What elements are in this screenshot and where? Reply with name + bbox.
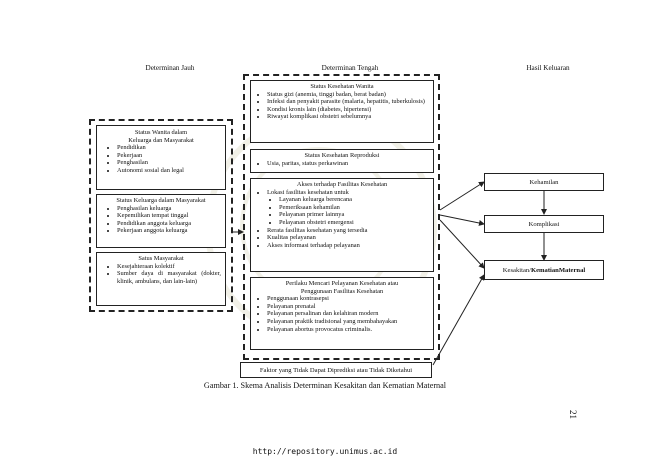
list-item: Penghasilan keluarga [117, 205, 221, 213]
list-item: Pelayanan prenatal [267, 303, 429, 311]
list-item: Layanan keluarga berencana [279, 196, 429, 204]
list-item: Kualitas pelayanan [267, 234, 429, 242]
box-status-wanita: Status Wanita dalam Keluarga dan Masyara… [96, 125, 226, 190]
list-item: Penggunaan kontrasepsi [267, 295, 429, 303]
list-item: Sumber daya di masyarakat (dokter, klini… [117, 270, 221, 285]
box-perilaku-title-1: Perilaku Mencari Pelayanan Kesehatan ata… [285, 280, 399, 287]
box-kehamilan: Kehamilan [484, 173, 604, 191]
list-item: Status gizi (anemia, tinggi badan, berat… [267, 91, 429, 99]
list-item: Pekerjaan anggota keluarga [117, 227, 221, 235]
box-perilaku-title-2: Penggunaan Fasilitas Kesehatan [300, 287, 384, 295]
box-status-kesehatan-reproduksi: Status Kesehatan Reproduksi Usia, parita… [250, 149, 434, 173]
list-item: Kepemilikan tempat tinggal [117, 212, 221, 220]
box-status-keluarga: Status Keluarga dalam Masyarakat Penghas… [96, 194, 226, 248]
box-status-wanita-title-1: Status Wanita dalam [134, 129, 188, 136]
box-komplikasi: Komplikasi [484, 215, 604, 233]
header-determinan-tengah: Determinan Tengah [321, 64, 379, 72]
box-kesakitan-kematian: Kesakitan/KematianMaternal [484, 260, 604, 280]
box-status-wanita-title-2: Keluarga dan Masyarakat [128, 136, 194, 144]
list-item: Kondisi kronis lain (diabetes, hipertens… [267, 106, 429, 114]
footer-url: http://repository.unimus.ac.id [252, 447, 398, 456]
figure-caption: Gambar 1. Skema Analisis Determinan Kesa… [203, 381, 447, 390]
kehamilan-label: Kehamilan [529, 178, 559, 186]
list-item: Rerata fasilitas kesehatan yang tersedia [267, 227, 429, 235]
list-item: Pemeriksaan kehamilan [279, 204, 429, 212]
header-determinan-jauh: Determinan Jauh [145, 64, 195, 72]
list-item: Infeksi dan penyakit parasite (malaria, … [267, 98, 429, 106]
left-dashed-group [89, 119, 233, 312]
middle-dashed-group [243, 74, 440, 360]
box-akses-fasilitas: Akses terhadap Fasilitas Kesehatan Lokas… [250, 178, 434, 272]
list-item: Kesejahteraan kolektif [117, 263, 221, 271]
header-hasil-keluaran: Hasil Keluaran [526, 64, 570, 72]
list-item: Pelayanan persalinan dan kelahiran moder… [267, 310, 429, 318]
box-perilaku-pelayanan: Perilaku Mencari Pelayanan Kesehatan ata… [250, 277, 434, 350]
page-number: 21 [568, 410, 578, 419]
list-item: Pelayanan praktik tradisional yang memba… [267, 318, 429, 326]
list-item: Pendidikan [117, 144, 221, 152]
box-kesehatan-reproduksi-title: Status Kesehatan Reproduksi [304, 152, 380, 159]
list-item: Pendidikan anggota keluarga [117, 220, 221, 228]
box-kesehatan-wanita-title: Status Kesehatan Wanita [310, 83, 374, 90]
faktor-label: Faktor yang Tidak Dapat Diprediksi atau … [259, 366, 413, 374]
list-item: Usia, paritas, status perkawinan [267, 160, 429, 168]
kesakitan-label: Kesakitan/ [502, 266, 531, 274]
list-item: Lokasi fasilitas kesehatan untuk [267, 189, 429, 197]
list-item: Pelayanan primer lainnya [279, 211, 429, 219]
list-item: Autonomi sosial dan legal [117, 167, 221, 175]
kematian-maternal-label: KematianMaternal [531, 266, 586, 274]
list-item: Pelayanan obstetri emergensi [279, 219, 429, 227]
list-item: Pekerjaan [117, 152, 221, 160]
list-item: Riwayat komplikasi obstetri sebelumnya [267, 113, 429, 121]
list-item: Penghasilan [117, 159, 221, 167]
box-status-keluarga-title: Status Keluarga dalam Masyarakat [116, 197, 206, 204]
list-item: Pelayanan abortus provocatus criminalis. [267, 326, 429, 334]
box-faktor-tidak-diketahui: Faktor yang Tidak Dapat Diprediksi atau … [240, 362, 432, 378]
komplikasi-label: Komplikasi [528, 220, 560, 228]
list-item: Akses informasi terhadap pelayanan [267, 242, 429, 250]
box-status-masyarakat: Satus Masyarakat Kesejahteraan kolektif … [96, 252, 226, 306]
box-status-masyarakat-title: Satus Masyarakat [138, 255, 184, 262]
box-status-kesehatan-wanita: Status Kesehatan Wanita Status gizi (ane… [250, 80, 434, 143]
box-akses-title: Akses terhadap Fasilitas Kesehatan [296, 181, 388, 188]
